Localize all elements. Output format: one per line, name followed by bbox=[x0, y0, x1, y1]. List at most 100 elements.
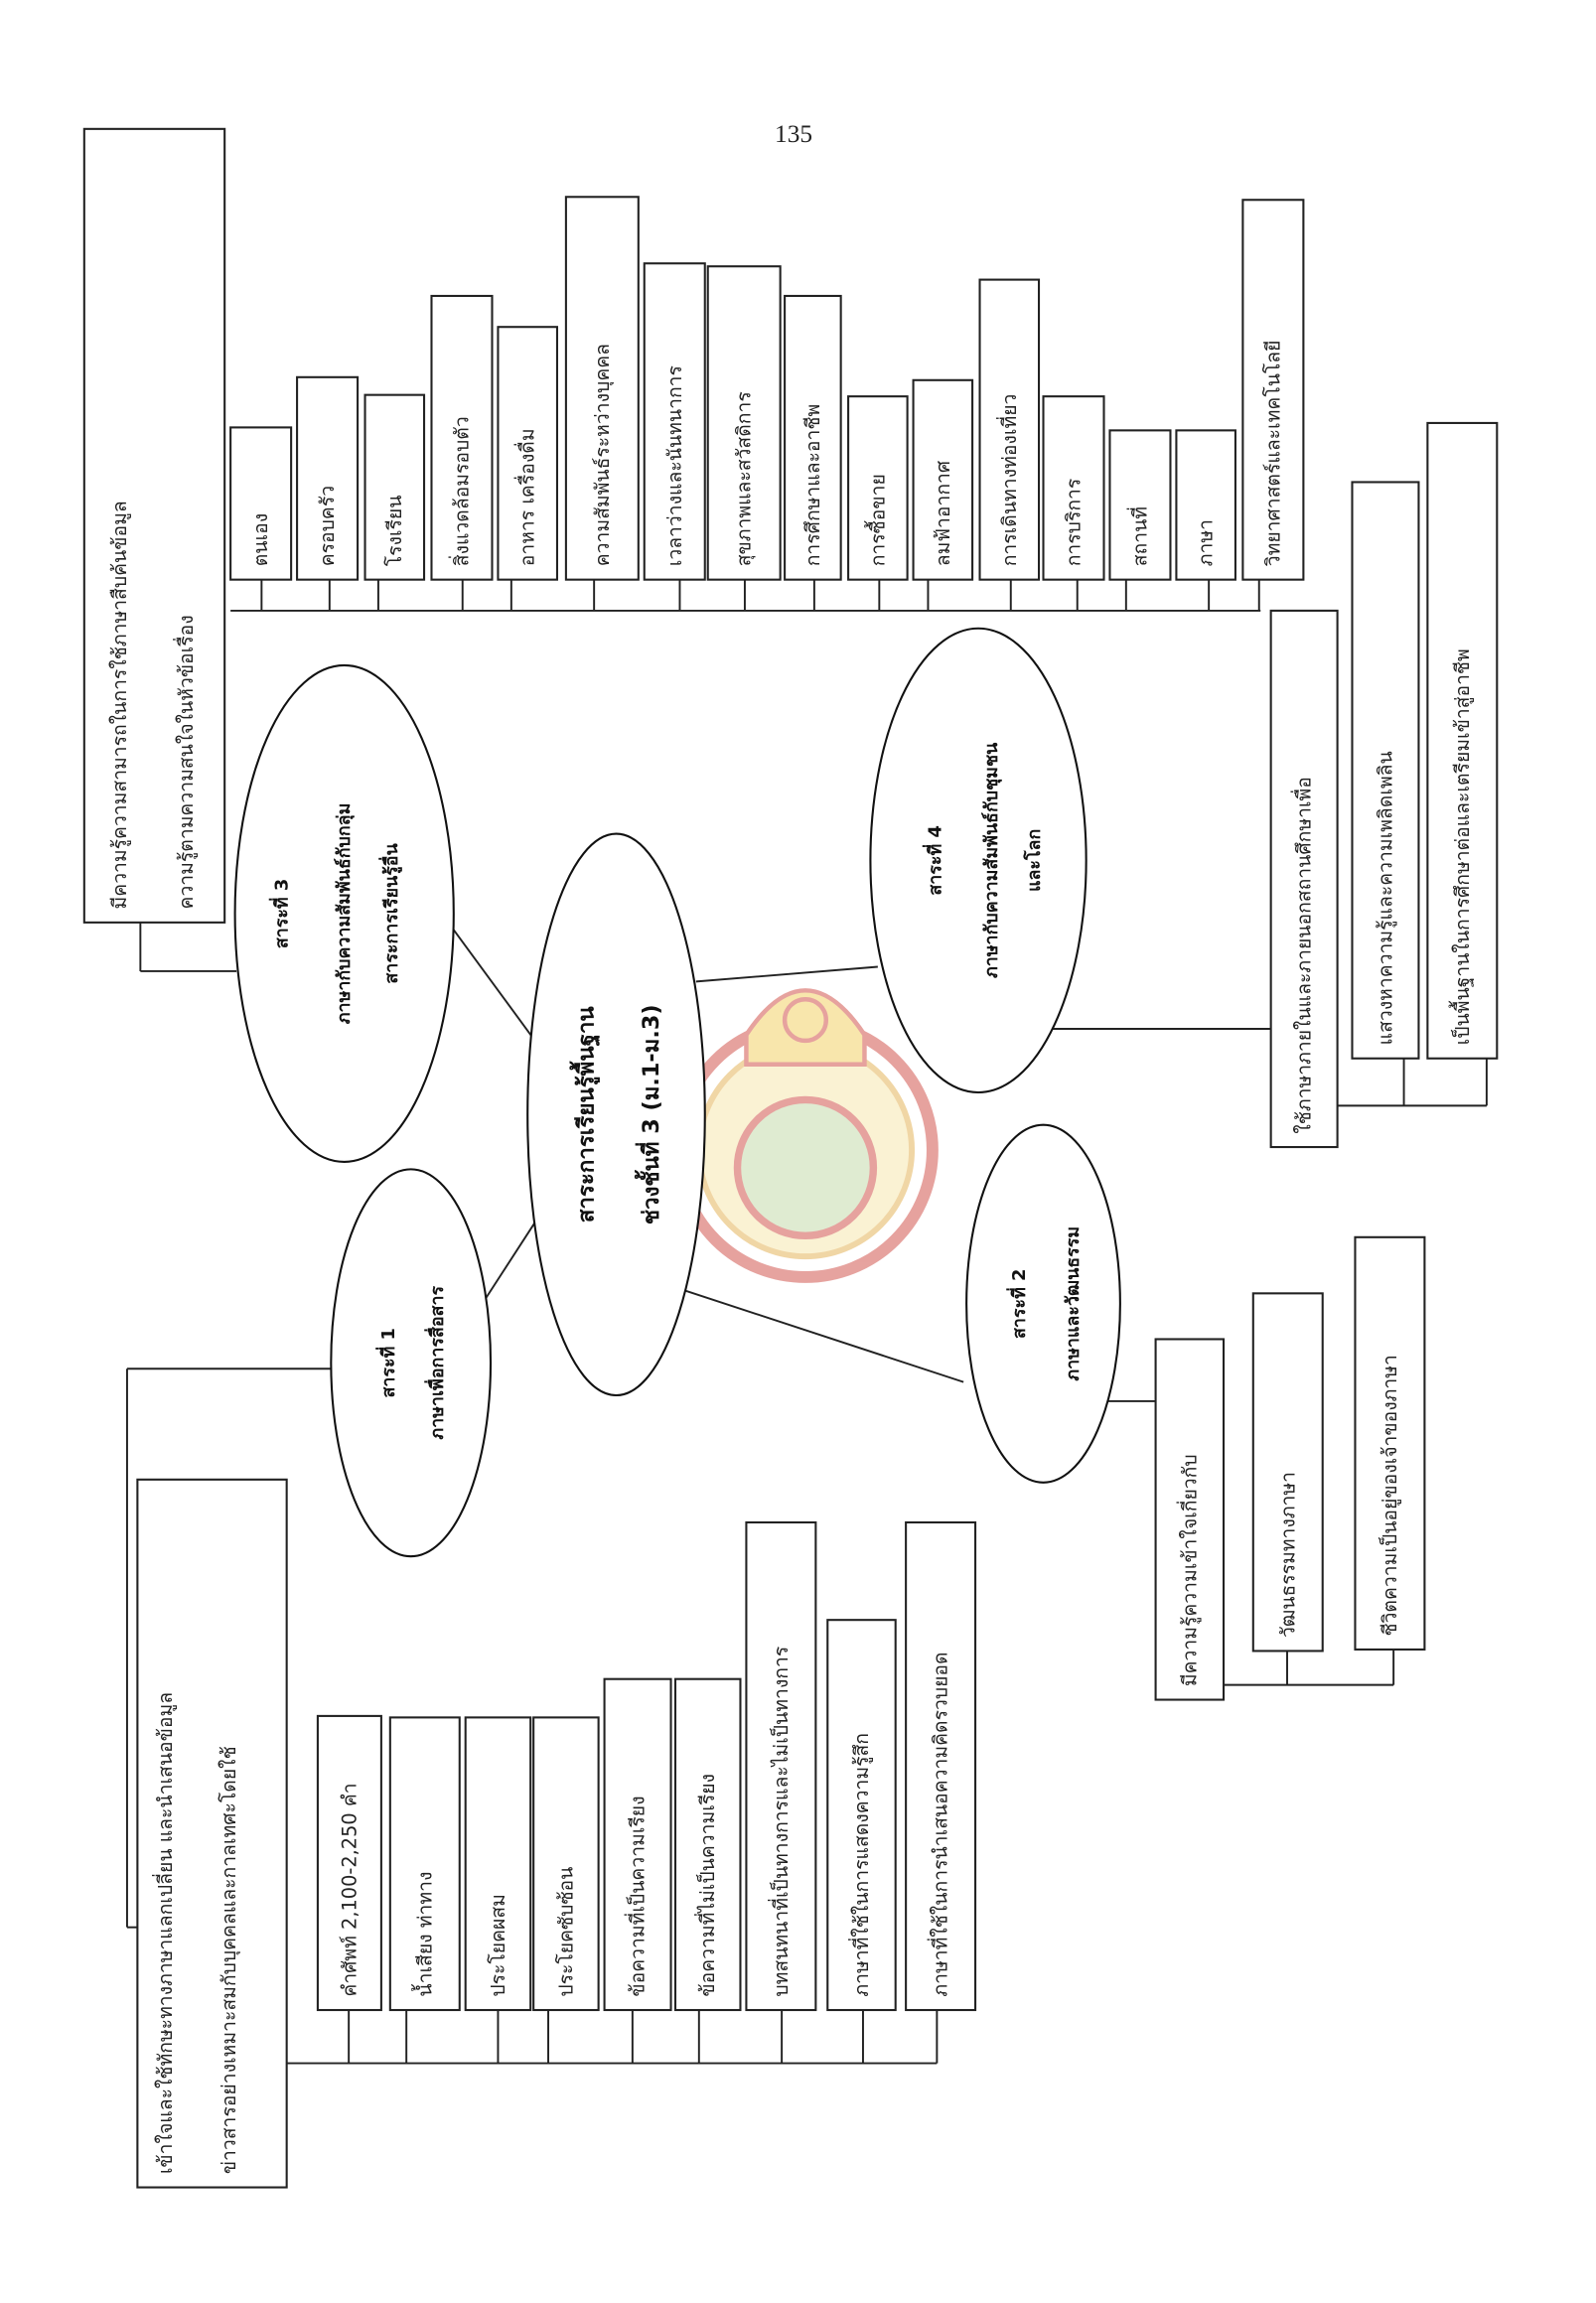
box-text: แสวงหาความรู้และความเพลิดเพลิน bbox=[1374, 751, 1396, 1045]
connector-line bbox=[482, 1222, 536, 1303]
strand3-topic-box: ครอบครัว bbox=[296, 375, 360, 581]
strand3-topic-box-frame bbox=[430, 294, 494, 581]
strand3-topic-box-frame bbox=[1241, 199, 1305, 581]
center-ellipse: สาระการเรียนรู้พื้นฐานช่วงชั้นที่ 3 (ม.1… bbox=[526, 832, 706, 1397]
box-text: เวลาว่างและนันทนาการ bbox=[663, 365, 686, 566]
strand3-topic-box-frame bbox=[363, 393, 426, 581]
strand1-topic-box: ประโยคผสม bbox=[464, 1716, 532, 2012]
box-text: ความสัมพันธ์ระหว่างบุคคล bbox=[591, 344, 615, 566]
strand1-topic-box-frame bbox=[532, 1716, 600, 2012]
strand3-topic-box-frame bbox=[643, 262, 706, 581]
box-text: การศึกษาและอาชีพ bbox=[801, 404, 824, 567]
connector-line bbox=[695, 965, 878, 983]
strand2-topic-box-frame bbox=[1251, 1292, 1324, 1653]
strand3-topic-box: โรงเรียน bbox=[363, 393, 426, 581]
box-text: การซื้อขาย bbox=[863, 474, 889, 566]
strand4-topic-box: ใช้ภาษาภายในและภายนอกสถานศึกษาเพื่อ bbox=[1269, 609, 1339, 1149]
strand2-topic-box: วัฒนธรรมทางภาษา bbox=[1251, 1292, 1324, 1653]
strand3-topic-box: การเดินทางท่องเที่ยว bbox=[978, 278, 1041, 581]
strand1-topic-box: ประโยคซับซ้อน bbox=[532, 1716, 600, 2012]
strand3-topic-box: ตนเอง bbox=[229, 426, 293, 581]
strand1-topic-box: ข้อความที่เป็นความเรียง bbox=[603, 1677, 672, 2012]
box-text-line: เข้าใจและใช้ทักษะทางภาษาแลกเปลี่ยน และนำ… bbox=[152, 1692, 177, 2174]
strand3-topic-box: ภาษา bbox=[1175, 429, 1236, 581]
strand3-topic-box: ความสัมพันธ์ระหว่างบุคคล bbox=[564, 196, 640, 581]
strand3-topic-box-frame bbox=[784, 294, 842, 581]
strand3-topic-box-frame bbox=[1108, 429, 1172, 581]
strand3-standard-box: มีความรู้ความสามารถในการใช้ภาษาสืบค้นข้อ… bbox=[82, 127, 226, 924]
strand3-topic-box-frame bbox=[847, 395, 909, 581]
connector-line bbox=[453, 929, 536, 1042]
strand3-topic-box-frame bbox=[229, 426, 293, 581]
strand1-topic-box: บทสนทนาที่เป็นทางการและไม่เป็นทางการ bbox=[745, 1520, 817, 2012]
ellipse-text-line: สาระที่ 3 bbox=[269, 879, 293, 948]
strand1-topic-box: คำศัพท์ 2,100-2,250 คำ bbox=[316, 1714, 382, 2012]
strand2-ellipse-outline bbox=[965, 1123, 1121, 1484]
box-text: การเดินทางท่องเที่ยว bbox=[996, 394, 1021, 567]
strand3-ellipse-outline bbox=[233, 663, 455, 1163]
box-text: ใช้ภาษาภายในและภายนอกสถานศึกษาเพื่อ bbox=[1291, 777, 1316, 1134]
strand1-topic-box: น้ำเสียง ท่าทาง bbox=[388, 1716, 461, 2012]
strand3-topic-box-frame bbox=[497, 326, 559, 581]
ellipse-text-line: ภาษากับความสัมพันธ์กับชุมชน bbox=[980, 742, 1002, 978]
box-text: บทสนทนาที่เป็นทางการและไม่เป็นทางการ bbox=[768, 1647, 793, 1997]
box-text: ชีวิตความเป็นอยู่ของเจ้าของภาษา bbox=[1378, 1355, 1401, 1636]
strand1-topic-box-frame bbox=[745, 1520, 817, 2012]
strand1-topic-box: ภาษาที่ใช้ในการแสดงความรู้สึก bbox=[826, 1619, 897, 2012]
box-text: อาหาร เครื่องดื่ม bbox=[514, 428, 539, 566]
box-text: เป็นพื้นฐานในการศึกษาต่อและเตรียมเข้าสู่… bbox=[1448, 648, 1474, 1045]
strand2-topic-box-frame bbox=[1354, 1235, 1426, 1651]
strand3-topic-box-frame bbox=[706, 265, 782, 581]
strand3-topic-box-frame bbox=[978, 278, 1041, 581]
box-text: มีความรู้ความเข้าใจเกี่ยวกับ bbox=[1176, 1454, 1201, 1686]
strand1-topic-box-frame bbox=[464, 1716, 532, 2012]
strand4-topic-box-frame bbox=[1351, 481, 1420, 1060]
box-text: ครอบครัว bbox=[316, 486, 339, 566]
box-text: ประโยคซับซ้อน bbox=[554, 1867, 577, 1997]
strand1-topic-box-frame bbox=[905, 1520, 977, 2012]
strand3-topic-box: อาหาร เครื่องดื่ม bbox=[497, 326, 559, 581]
box-text: คำศัพท์ 2,100-2,250 คำ bbox=[338, 1783, 361, 1996]
strand3-topic-box-frame bbox=[1042, 395, 1105, 581]
box-text: ภาษาที่ใช้ในการแสดงความรู้สึก bbox=[848, 1733, 873, 1997]
strand3-topic-box-frame bbox=[564, 196, 640, 581]
strand1-topic-box: ภาษาที่ใช้ในการนำเสนอความคิดรวบยอด bbox=[905, 1520, 977, 2012]
page-number: 135 bbox=[775, 120, 812, 148]
strand1-topic-box-frame bbox=[388, 1716, 461, 2012]
box-text: ภาษาที่ใช้ในการนำเสนอความคิดรวบยอด bbox=[928, 1652, 952, 1996]
connector-line bbox=[661, 1282, 964, 1383]
box-text: โรงเรียน bbox=[383, 496, 406, 567]
ellipse-text-line: สาระการเรียนรู้อื่น bbox=[378, 842, 403, 983]
ellipse-text-line: สาระที่ 1 bbox=[375, 1328, 399, 1397]
box-text-line: ข่าวสารอย่างเหมาะสมกับบุคคลและกาลเทศะโดย… bbox=[218, 1746, 241, 2174]
box-text-line: มีความรู้ความสามารถในการใช้ภาษาสืบค้นข้อ… bbox=[108, 501, 131, 909]
strand3-topic-box: การซื้อขาย bbox=[847, 395, 909, 581]
box-text: ข้อความที่เป็นความเรียง bbox=[625, 1796, 650, 1996]
strand1-topic-box-frame bbox=[316, 1714, 382, 2012]
strand2-topic-box: ชีวิตความเป็นอยู่ของเจ้าของภาษา bbox=[1354, 1235, 1426, 1651]
strand3-topic-box: วิทยาศาสตร์และเทคโนโลยี bbox=[1241, 199, 1305, 581]
strand1-topic-box: ข้อความที่ไม่เป็นความเรียง bbox=[673, 1677, 742, 2012]
strand1-topic-box-frame bbox=[603, 1677, 672, 2012]
strand1-ellipse-outline bbox=[330, 1168, 493, 1558]
strand1-topic-box-frame bbox=[673, 1677, 742, 2012]
strand3-topic-box: เวลาว่างและนันทนาการ bbox=[643, 262, 706, 581]
box-text: สถานที่ bbox=[1126, 506, 1151, 566]
watermark-seal-icon bbox=[672, 988, 939, 1283]
box-text-line: ความรู้ตามความสนใจในหัวข้อเรื่อง bbox=[173, 615, 198, 909]
strand2-topic-box: มีความรู้ความเข้าใจเกี่ยวกับ bbox=[1154, 1338, 1226, 1701]
strand3-topic-box: การบริการ bbox=[1042, 395, 1105, 581]
ellipse-text-line: สาระการเรียนรู้พื้นฐาน bbox=[569, 1006, 601, 1223]
strand4-topic-box-frame bbox=[1269, 609, 1339, 1149]
box-text: ประโยคผสม bbox=[487, 1894, 509, 1997]
strand3-topic-box: ลมฟ้าอากาศ bbox=[912, 378, 974, 581]
strand2-topic-box-frame bbox=[1154, 1338, 1226, 1701]
strand3-topic-box: สถานที่ bbox=[1108, 429, 1172, 581]
strand3-topic-box: สิ่งแวดล้อมรอบตัว bbox=[430, 294, 494, 581]
box-text: การบริการ bbox=[1063, 479, 1086, 567]
